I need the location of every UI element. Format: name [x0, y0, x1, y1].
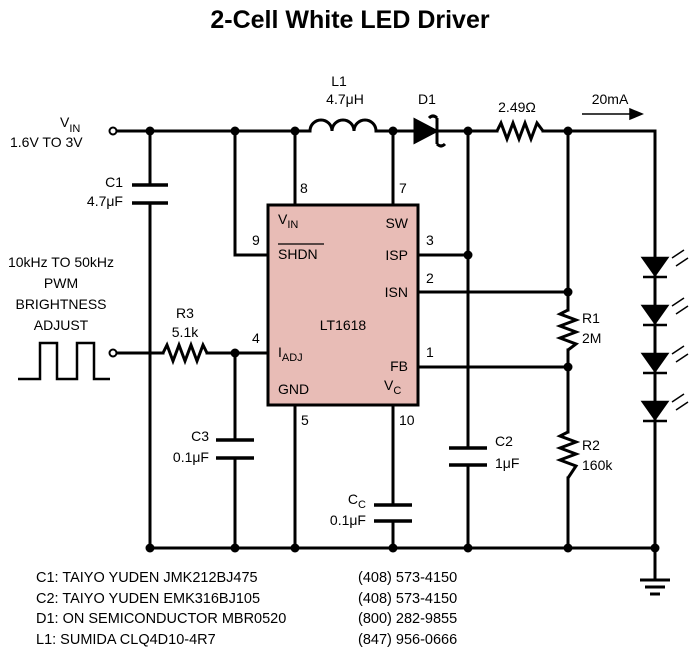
capacitor-cc: [374, 503, 412, 523]
l1-ref: L1: [331, 73, 347, 89]
vin-terminal: [108, 126, 118, 136]
c2-value: 1μF: [495, 455, 519, 471]
vin-label: VIN: [60, 114, 80, 135]
c3-value: 0.1μF: [173, 449, 209, 465]
wire-top-rail-right: [468, 129, 657, 255]
rs-value: 2.49Ω: [498, 99, 536, 115]
pwm-line2: PWM: [44, 275, 78, 291]
capacitor-c2: [449, 446, 487, 467]
note-phone: (408) 573-4150: [358, 590, 458, 607]
pin-num-shdn: 9: [252, 232, 260, 248]
pwm-terminal: [108, 348, 118, 358]
pin-num-sw: 7: [399, 180, 407, 196]
note-row: D1: ON SEMICONDUCTOR MBR0520 (800) 282-9…: [36, 609, 457, 630]
note-phone: (800) 282-9855: [358, 611, 458, 627]
diagram-title: 2-Cell White LED Driver: [210, 6, 490, 34]
pwm-line1: 10kHz TO 50kHz: [8, 254, 114, 270]
pin-num-gnd: 5: [301, 412, 309, 428]
pin-num-isp: 3: [426, 232, 434, 248]
note-phone: (408) 573-4150: [358, 570, 458, 586]
led-1: [640, 249, 689, 279]
led-4: [640, 393, 689, 423]
note-row: C2: TAIYO YUDEN EMK316BJ105 (408) 573-41…: [36, 589, 457, 610]
resistor-r3: [161, 340, 209, 366]
note-part: C1: TAIYO YUDEN JMK212BJ475: [36, 570, 258, 586]
component-notes: C1: TAIYO YUDEN JMK212BJ475 (408) 573-41…: [36, 568, 457, 650]
r1-value: 2M: [582, 330, 601, 346]
ic-part-name: LT1618: [320, 317, 367, 333]
note-row: C1: TAIYO YUDEN JMK212BJ475 (408) 573-41…: [36, 568, 457, 589]
note-row: L1: SUMIDA CLQ4D10-4R7 (847) 956-0666: [36, 630, 457, 651]
vin-range: 1.6V TO 3V: [10, 134, 83, 150]
resistor-r2: [555, 430, 581, 479]
led-string: [640, 249, 689, 423]
r3-ref: R3: [176, 305, 194, 321]
pwm-line4: ADJUST: [34, 317, 89, 333]
pin-name-vin: VIN: [278, 211, 298, 231]
current-arrow: [582, 107, 644, 121]
pin-num-vin: 8: [300, 180, 308, 196]
r2-value: 160k: [582, 457, 613, 473]
note-phone: (847) 956-0666: [358, 631, 458, 648]
c3-ref: C3: [191, 428, 209, 444]
inductor-l1: [305, 118, 415, 133]
pin-name-iadj: IADJ: [278, 344, 303, 364]
pin-num-isn: 2: [426, 270, 434, 286]
c1-value: 4.7μF: [87, 193, 123, 209]
r1-ref: R1: [582, 310, 600, 326]
wire-shdn: [233, 129, 270, 257]
led-2: [640, 297, 689, 327]
d1-ref: D1: [418, 91, 436, 107]
pin-num-fb: 1: [426, 344, 434, 360]
r3-value: 5.1k: [172, 324, 199, 340]
pin-name-shdn: SHDN: [278, 246, 318, 262]
ic-lt1618: [266, 203, 420, 407]
resistor-r1: [555, 308, 581, 352]
note-part: L1: SUMIDA CLQ4D10-4R7: [36, 631, 216, 648]
c1-ref: C1: [105, 174, 123, 190]
ground-icon: [640, 578, 670, 596]
r2-ref: R2: [582, 437, 600, 453]
pwm-waveform-icon: [18, 341, 110, 381]
c2-ref: C2: [495, 433, 513, 449]
schottky-diode-d1: [413, 114, 470, 148]
pin-num-vc: 10: [399, 412, 415, 428]
pwm-line3: BRIGHTNESS: [15, 296, 106, 312]
resistor-rs: [495, 118, 545, 144]
pin-name-isp: ISP: [385, 247, 408, 263]
pin-name-vc: VC: [384, 377, 401, 397]
l1-value: 4.7μH: [326, 91, 364, 107]
cc-ref: CC: [348, 491, 366, 511]
pin-name-isn: ISN: [385, 284, 408, 300]
note-part: C2: TAIYO YUDEN EMK316BJ105: [36, 590, 261, 607]
note-part: D1: ON SEMICONDUCTOR MBR0520: [36, 611, 287, 627]
current-label: 20mA: [592, 91, 629, 107]
capacitor-c3: [216, 438, 254, 460]
led-3: [640, 345, 689, 375]
cc-value: 0.1μF: [330, 512, 366, 528]
capacitor-c1: [132, 183, 168, 205]
pin-num-iadj: 4: [252, 330, 260, 346]
pin-name-gnd: GND: [278, 381, 309, 397]
pin-name-fb: FB: [390, 358, 408, 374]
pin-name-sw: SW: [385, 215, 408, 231]
